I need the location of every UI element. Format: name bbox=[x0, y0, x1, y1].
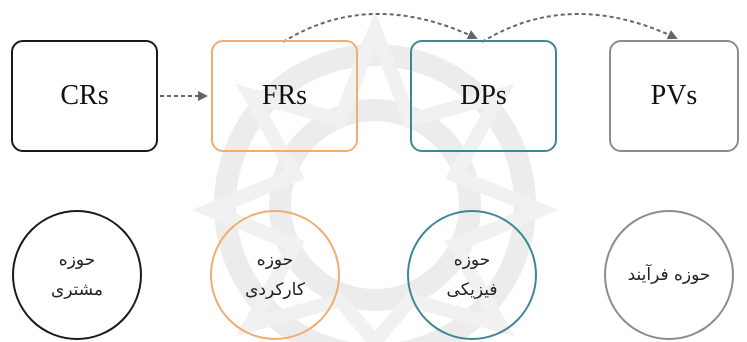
crs-box: CRs bbox=[11, 40, 158, 152]
crs-label: CRs bbox=[60, 80, 109, 111]
functional-domain-line2: کارکردی bbox=[245, 280, 305, 300]
physical-domain-line2: فیزیکی bbox=[446, 280, 498, 300]
arrow-dps-to-pvs bbox=[481, 12, 678, 43]
customer-domain-line2: مشتری bbox=[50, 280, 104, 300]
physical-domain-circle: حوزه فیزیکی bbox=[407, 210, 537, 340]
pvs-box: PVs bbox=[609, 40, 739, 152]
dps-box: DPs bbox=[410, 40, 557, 152]
arrow-frs-to-dps bbox=[282, 12, 478, 43]
customer-domain-line1: حوزه bbox=[58, 250, 96, 270]
frs-label: FRs bbox=[261, 80, 308, 111]
dps-label: DPs bbox=[460, 80, 507, 111]
physical-domain-line1: حوزه bbox=[453, 250, 491, 270]
functional-domain-line1: حوزه bbox=[256, 250, 294, 270]
process-domain-circle: حوزه فرآیند bbox=[604, 210, 734, 340]
customer-domain-circle: حوزه مشتری bbox=[12, 210, 142, 340]
functional-domain-circle: حوزه کارکردی bbox=[210, 210, 340, 340]
process-domain-line1: حوزه فرآیند bbox=[627, 265, 711, 285]
pvs-label: PVs bbox=[650, 80, 698, 111]
frs-box: FRs bbox=[211, 40, 358, 152]
